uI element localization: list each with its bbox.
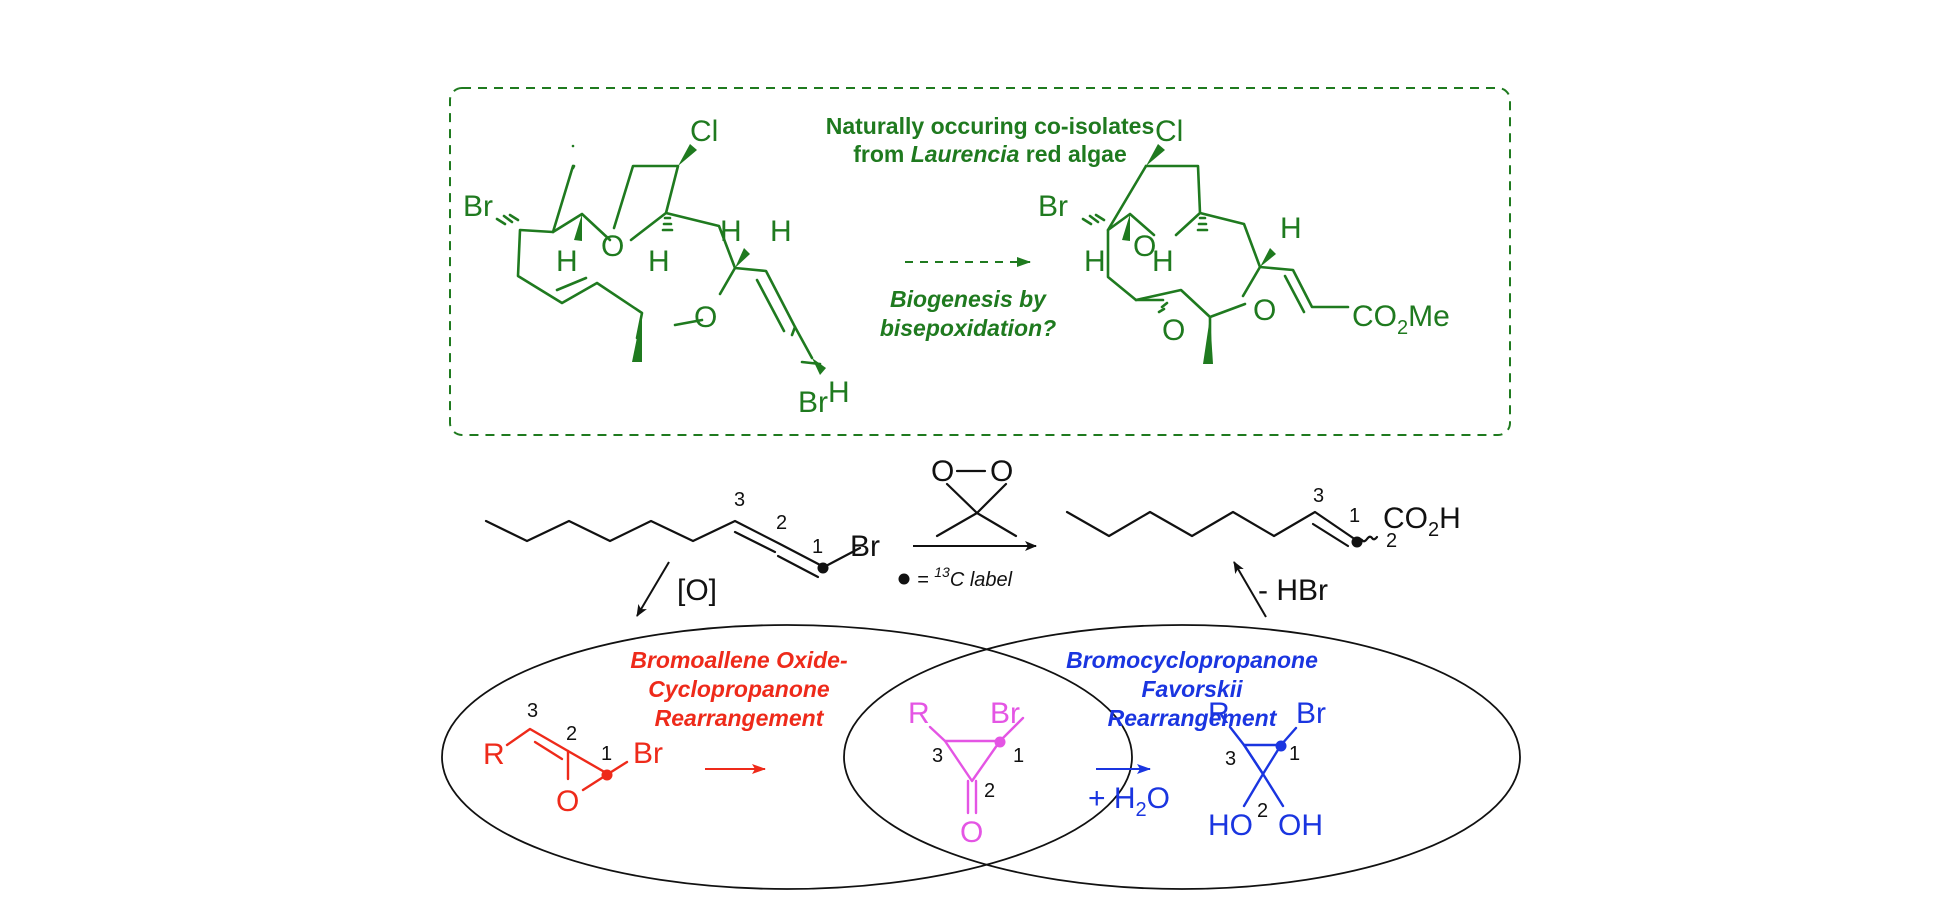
- svg-text:Br: Br: [798, 386, 828, 419]
- svg-text:H: H: [1084, 245, 1106, 278]
- oxidation-label: [O]: [677, 574, 717, 607]
- allene-oxide-title-2: Cyclopropanone: [648, 676, 830, 702]
- svg-text:1: 1: [812, 536, 823, 558]
- svg-text:H: H: [1280, 212, 1302, 245]
- bromoallene-13c: 3 2 1 Br: [484, 489, 880, 579]
- favorskii-title-1: Bromocyclopropanone: [1066, 647, 1318, 673]
- allene-oxide-title-3: Rearrangement: [655, 705, 825, 731]
- ester-natural-product: Cl Br H O H H O O CO2Me: [1038, 115, 1450, 364]
- svg-text:3: 3: [932, 745, 943, 767]
- svg-text:1: 1: [1289, 743, 1300, 765]
- svg-text:R: R: [908, 697, 930, 730]
- svg-text:OH: OH: [1278, 809, 1323, 842]
- svg-text:Cl: Cl: [690, 115, 718, 148]
- svg-text:2: 2: [1257, 800, 1268, 822]
- svg-text:Br: Br: [633, 737, 663, 770]
- svg-text:O: O: [990, 455, 1013, 488]
- svg-text:3: 3: [527, 700, 538, 722]
- svg-text:O: O: [1133, 230, 1156, 263]
- natural-products-box: [449, 87, 1511, 436]
- svg-text:H: H: [1152, 245, 1174, 278]
- svg-text:HO: HO: [1208, 809, 1253, 842]
- water-label: + H2O: [1088, 782, 1170, 821]
- caption-line-1: Naturally occuring co-isolates: [826, 113, 1154, 139]
- svg-text:3: 3: [1225, 748, 1236, 770]
- svg-text:1: 1: [1013, 745, 1024, 767]
- caption-line-2: from Laurencia red algae: [853, 141, 1127, 167]
- label-legend: = 13C label: [898, 564, 1013, 591]
- svg-text:Br: Br: [463, 190, 493, 223]
- acrylic-acid-product: 3 1 2 CO2H: [1065, 485, 1461, 552]
- svg-text:H: H: [720, 215, 742, 248]
- elimination-label: - HBr: [1258, 574, 1328, 607]
- svg-text:Br: Br: [990, 697, 1020, 730]
- dmdo-reagent: O O: [931, 455, 1018, 538]
- biogenesis-label-1: Biogenesis by: [890, 286, 1047, 312]
- svg-text:H: H: [648, 245, 670, 278]
- bromoallene-oxide: R 3 2 1 Br O: [483, 700, 663, 818]
- svg-text:3: 3: [1313, 485, 1324, 507]
- bromocyclopropanone: R Br 3 1 2 O: [908, 697, 1025, 849]
- favorskii-title-2: Favorskii: [1142, 676, 1244, 702]
- svg-text:= 13C label: = 13C label: [917, 564, 1013, 591]
- cyclopropanone-hydrate: R Br 3 1 2 HO OH: [1208, 697, 1326, 842]
- svg-text:2: 2: [984, 780, 995, 802]
- svg-text:1: 1: [1349, 505, 1360, 527]
- elimination-arrow: [1233, 561, 1267, 618]
- svg-text:O: O: [556, 785, 579, 818]
- svg-text:O: O: [960, 816, 983, 849]
- svg-text:O: O: [694, 301, 717, 334]
- favorskii-title-3: Rearrangement: [1108, 705, 1278, 731]
- svg-text:Br: Br: [1038, 190, 1068, 223]
- svg-text:H: H: [556, 245, 578, 278]
- svg-text:R: R: [1208, 697, 1230, 730]
- svg-text:O: O: [601, 230, 624, 263]
- svg-text:Br: Br: [1296, 697, 1326, 730]
- svg-text:Cl: Cl: [1155, 115, 1183, 148]
- svg-text:H: H: [828, 376, 850, 409]
- svg-text:R: R: [483, 738, 505, 771]
- svg-text:2: 2: [776, 512, 787, 534]
- bromoallene-natural-product: Cl Br H O H H H O Br H: [463, 115, 850, 419]
- svg-text:2: 2: [1386, 530, 1397, 552]
- svg-text:Br: Br: [850, 530, 880, 563]
- svg-text:CO2H: CO2H: [1383, 502, 1461, 541]
- favorskii-ellipse: [843, 624, 1521, 890]
- svg-text:2: 2: [566, 723, 577, 745]
- svg-text:H: H: [770, 215, 792, 248]
- svg-text:1: 1: [601, 743, 612, 765]
- svg-text:O: O: [1162, 314, 1185, 347]
- svg-text:O: O: [1253, 294, 1276, 327]
- biogenesis-label-2: bisepoxidation?: [880, 315, 1056, 341]
- svg-text:O: O: [931, 455, 954, 488]
- svg-text:CO2Me: CO2Me: [1352, 300, 1450, 339]
- svg-text:3: 3: [734, 489, 745, 511]
- oxidation-arrow: [636, 561, 670, 617]
- allene-oxide-title-1: Bromoallene Oxide-: [630, 647, 847, 673]
- allene-oxide-ellipse: [441, 624, 1133, 890]
